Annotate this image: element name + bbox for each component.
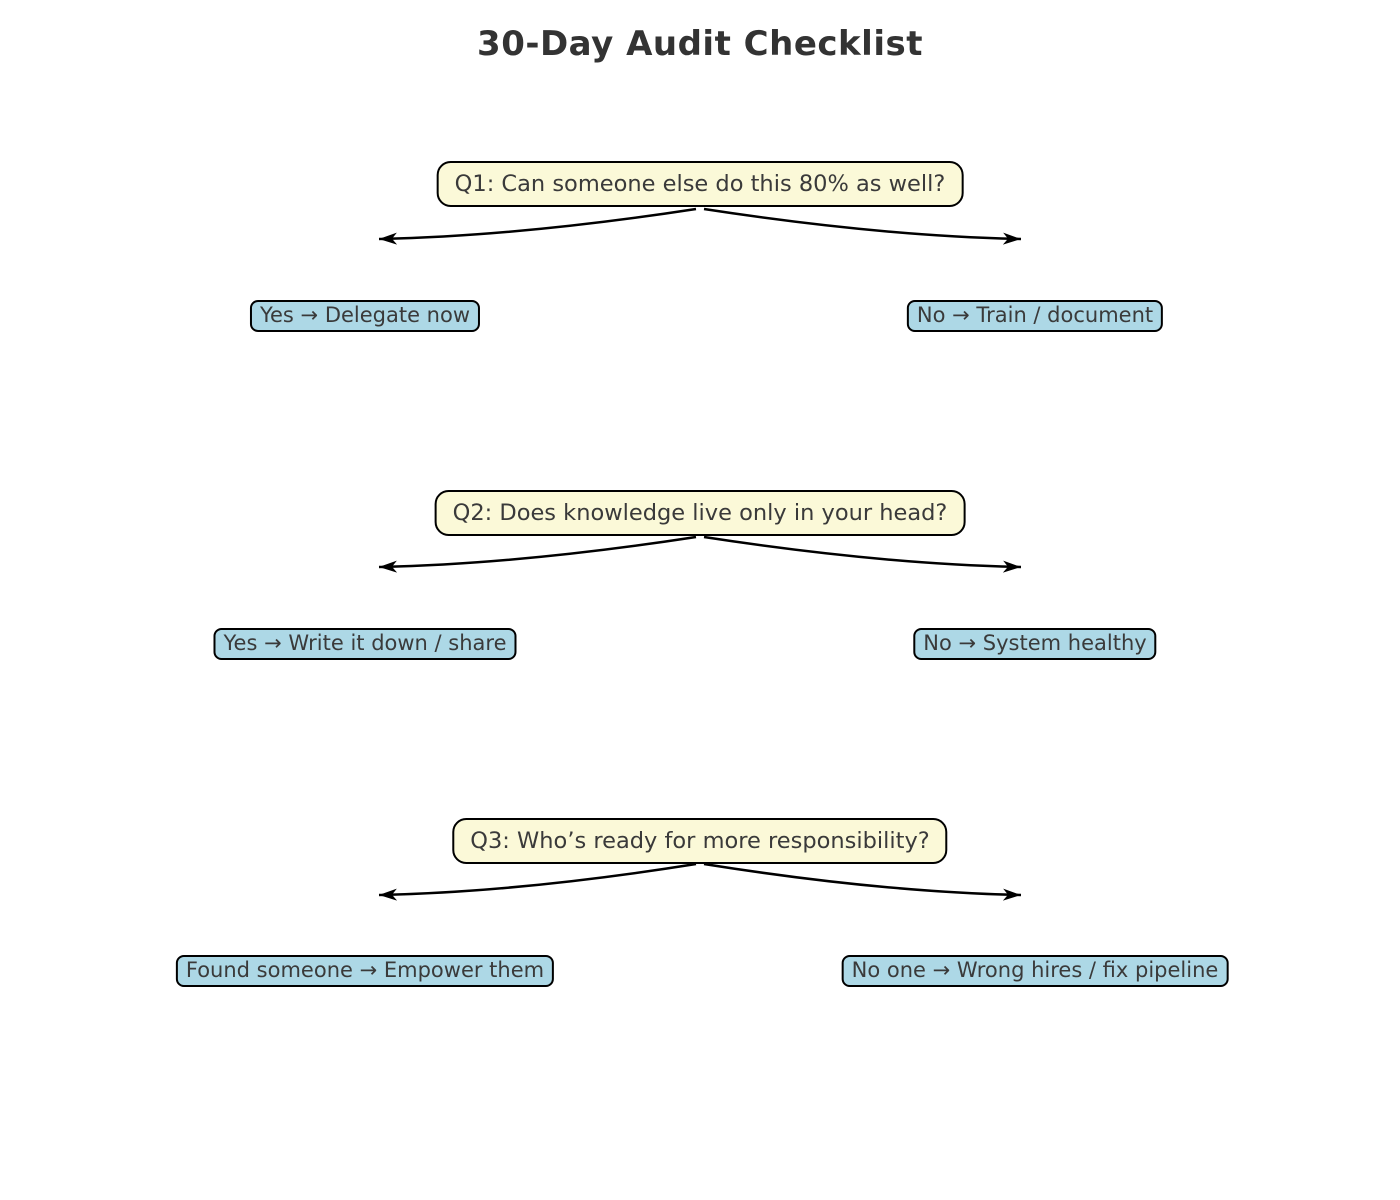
question-box-q3: Q3: Who’s ready for more responsibility? (452, 818, 948, 864)
q3-branch-arrow-right (703, 862, 1022, 901)
page-title: 30-Day Audit Checklist (477, 24, 923, 64)
q3-branch-arrow-left (378, 862, 697, 901)
q1-branch-arrow-left (378, 207, 697, 245)
answer-box-q3-found: Found someone → Empower them (175, 955, 555, 987)
question-box-q1: Q1: Can someone else do this 80% as well… (436, 161, 964, 207)
answer-box-q2-yes: Yes → Write it down / share (213, 628, 517, 660)
answer-box-q1-yes: Yes → Delegate now (249, 300, 481, 332)
q1-branch-arrow-right (703, 207, 1022, 245)
answer-box-q2-no: No → System healthy (913, 628, 1157, 660)
answer-box-q1-no: No → Train / document (906, 300, 1164, 332)
question-box-q2: Q2: Does knowledge live only in your hea… (434, 490, 966, 536)
q2-branch-arrow-right (703, 535, 1022, 573)
q2-branch-arrow-left (378, 535, 697, 573)
answer-box-q3-noone: No one → Wrong hires / fix pipeline (841, 955, 1229, 987)
